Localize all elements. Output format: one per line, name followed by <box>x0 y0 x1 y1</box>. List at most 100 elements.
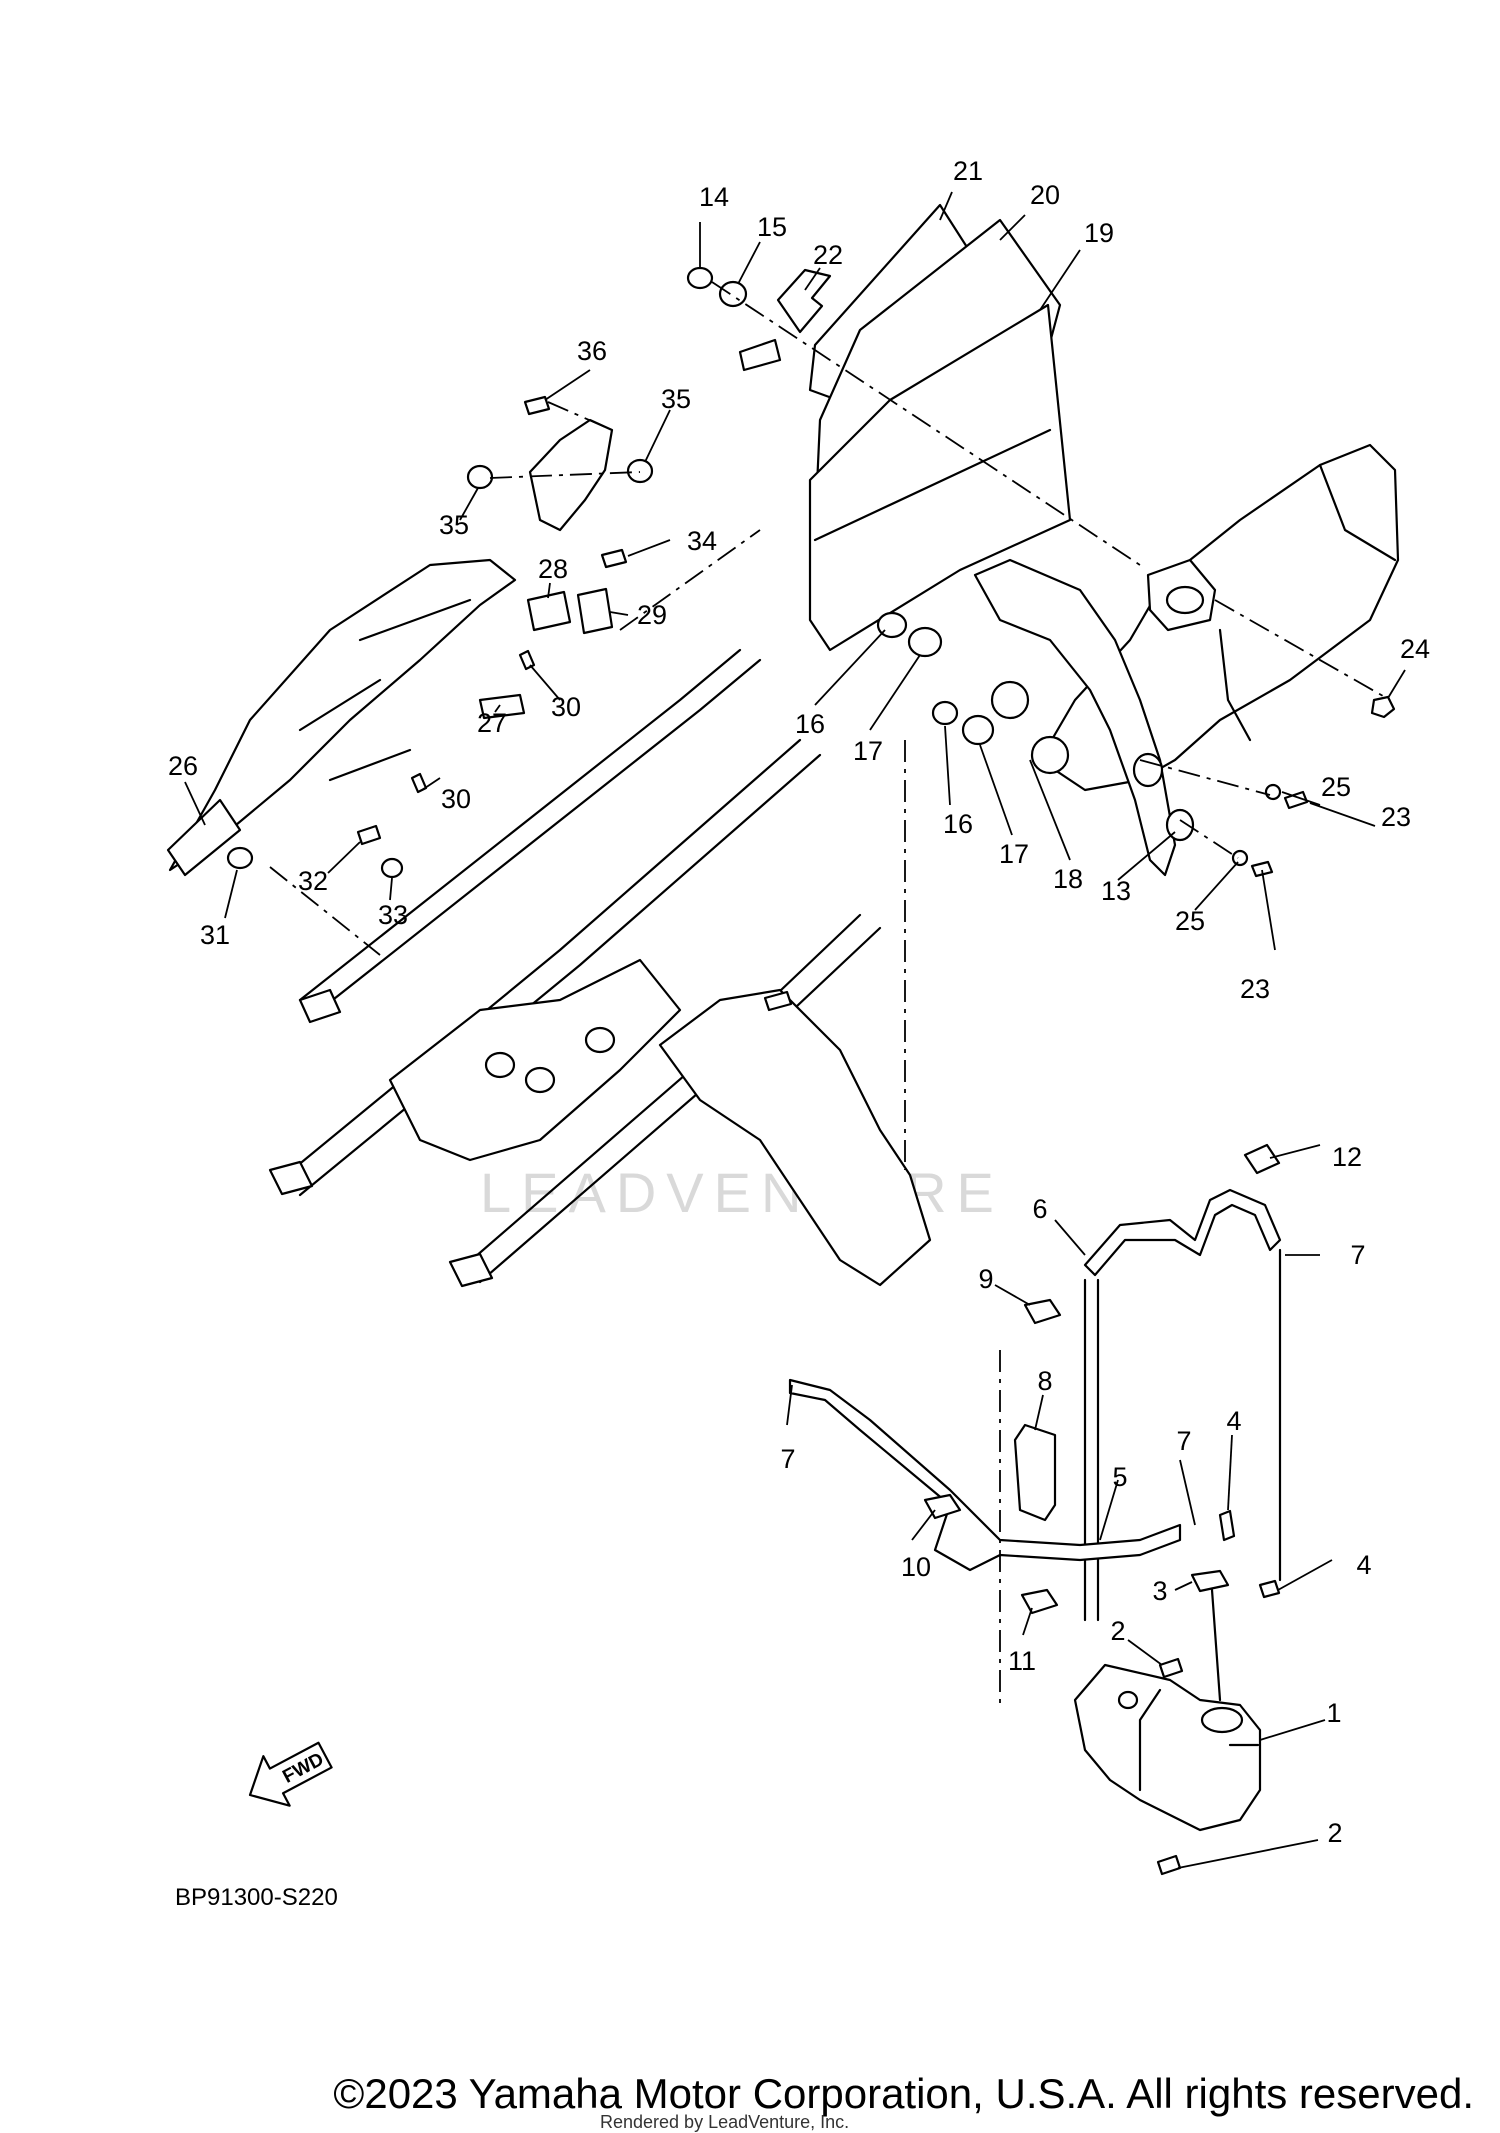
bolt-2b <box>1156 1854 1182 1876</box>
tank-filler <box>1200 1706 1244 1734</box>
emblem-22 <box>776 268 832 334</box>
clamp-9 <box>1023 1298 1062 1325</box>
frame-hole-a <box>484 1051 516 1079</box>
callout-18: 18 <box>1053 864 1083 894</box>
axis-27 <box>619 529 761 631</box>
leader-35a <box>644 409 671 463</box>
screws-23-25 <box>1139 695 1396 878</box>
axis-25b <box>1179 819 1239 859</box>
callout-25a: 25 <box>1321 772 1351 802</box>
axis-25a <box>1139 759 1271 796</box>
hose-6 <box>1083 1188 1282 1277</box>
grommet-13-upper <box>1132 752 1164 788</box>
callout-35b: 35 <box>439 510 469 540</box>
leader-13 <box>1117 831 1176 881</box>
tank-mount <box>1117 1690 1139 1710</box>
callout-23b: 23 <box>1240 974 1270 1004</box>
leader-22 <box>804 267 821 291</box>
tank-1 <box>1073 1663 1262 1832</box>
axis-36 <box>547 401 613 431</box>
hose-5 <box>788 1378 1182 1572</box>
callout-22: 22 <box>813 240 843 270</box>
leader-25b <box>1194 861 1239 911</box>
bracket-hole-b <box>1030 735 1070 775</box>
callout-4b: 4 <box>1356 1550 1371 1580</box>
callout-17a: 17 <box>853 736 883 766</box>
frame-hole-c <box>584 1026 616 1054</box>
rendered-by-text: Rendered by LeadVenture, Inc. <box>600 2112 850 2132</box>
leader-20 <box>999 214 1026 241</box>
callout-27: 27 <box>477 708 507 738</box>
callout-20: 20 <box>1030 180 1060 210</box>
axis-35 <box>489 471 641 479</box>
leader-31 <box>224 869 238 919</box>
bolt-23-b <box>1250 860 1274 878</box>
copyright-text: ©2023 Yamaha Motor Corporation, U.S.A. A… <box>333 2070 1474 2117</box>
callout-31: 31 <box>200 920 230 950</box>
callout-1: 1 <box>1326 1698 1341 1728</box>
copyright-notice: ©2023 Yamaha Motor Corporation, U.S.A. A… <box>0 2070 1500 2118</box>
grommet-33 <box>380 857 404 879</box>
bracket-hole-a <box>990 680 1030 720</box>
leader-27 <box>494 704 501 713</box>
callout-3: 3 <box>1152 1576 1167 1606</box>
damper-17b <box>961 714 995 746</box>
frame-mount <box>298 988 342 1024</box>
leader-21 <box>939 191 953 221</box>
stand-pipe <box>1210 1588 1222 1702</box>
clamp-12 <box>1243 1143 1281 1175</box>
leader-2b <box>1177 1839 1319 1869</box>
damper-35b <box>626 458 654 484</box>
leader-11 <box>1022 1607 1033 1636</box>
washer-25-a <box>1264 783 1282 801</box>
bolt-32 <box>356 824 382 846</box>
callout-7c: 7 <box>1176 1426 1191 1456</box>
leader-16a <box>814 629 886 706</box>
frame-hole-b <box>524 1066 556 1094</box>
callout-30b: 30 <box>441 784 471 814</box>
lamp-26 <box>166 798 242 877</box>
leader-28 <box>547 582 551 599</box>
axis-26 <box>269 866 381 956</box>
leader-8 <box>1034 1394 1044 1431</box>
leader-17a <box>869 654 921 731</box>
leader-34 <box>627 539 671 557</box>
callout-24: 24 <box>1400 634 1430 664</box>
leader-30b <box>421 777 441 791</box>
callout-21: 21 <box>953 156 983 186</box>
callout-13: 13 <box>1101 876 1131 906</box>
axis-24 <box>1214 599 1391 701</box>
damper-15 <box>718 280 748 308</box>
bracket-18 <box>973 558 1177 877</box>
frame-rail-upper-b <box>318 658 762 1012</box>
callout-16b: 16 <box>943 809 973 839</box>
callouts: 14 15 22 21 20 19 24 25 23 25 23 13 18 1… <box>168 156 1430 1848</box>
callout-33: 33 <box>378 900 408 930</box>
damper-35a <box>466 464 494 490</box>
swing-bracket <box>658 988 932 1287</box>
leader-5 <box>1099 1479 1119 1541</box>
damper-17a <box>907 626 943 658</box>
callout-36: 36 <box>577 336 607 366</box>
callout-7b: 7 <box>780 1444 795 1474</box>
leader-7c <box>1179 1459 1196 1526</box>
leader-23b <box>1261 869 1276 951</box>
leader-3 <box>1174 1581 1193 1591</box>
callout-6: 6 <box>1032 1194 1047 1224</box>
frame-rail-lower-a <box>278 738 802 1182</box>
side-cover-assembly <box>738 203 1072 652</box>
leader-24 <box>1387 669 1406 699</box>
valve-3 <box>1190 1569 1230 1593</box>
frame-rail-upper-a <box>298 648 742 1002</box>
leader-25a <box>1281 791 1321 806</box>
leader-1 <box>1259 1719 1326 1741</box>
leader-18 <box>1029 759 1071 861</box>
leader-23a <box>1309 802 1376 827</box>
callout-19: 19 <box>1084 218 1114 248</box>
callout-16a: 16 <box>795 709 825 739</box>
clip-8 <box>1013 1423 1057 1522</box>
callout-15: 15 <box>757 212 787 242</box>
cover-19-edge <box>813 428 1052 542</box>
washer-25-b <box>1231 849 1249 867</box>
